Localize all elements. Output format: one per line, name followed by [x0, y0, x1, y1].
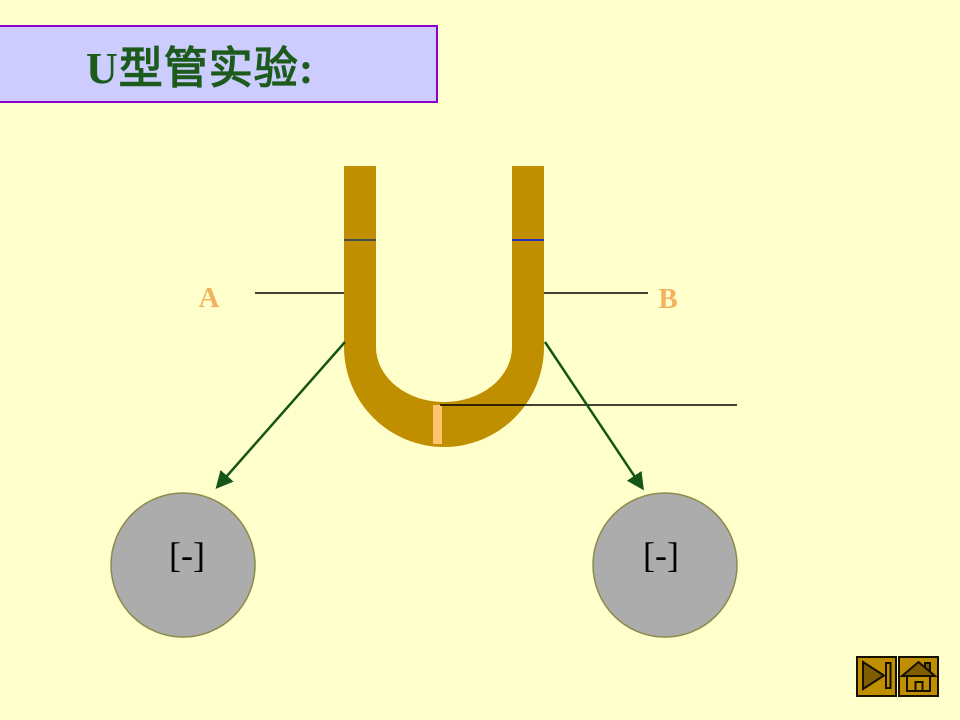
- play-next-icon: [862, 660, 892, 691]
- label-b: B: [658, 283, 677, 315]
- home-icon: [900, 660, 937, 692]
- right-media-placeholder[interactable]: [592, 492, 738, 638]
- left-media-placeholder[interactable]: [110, 492, 256, 638]
- play-bar: [885, 662, 892, 689]
- u-tube-shape: [344, 166, 544, 447]
- tube-bottom-highlight: [433, 405, 442, 444]
- next-slide-button[interactable]: [856, 656, 897, 697]
- home-door: [914, 681, 924, 692]
- title-box: U型管实验:: [0, 25, 438, 103]
- right-arrow: [543, 341, 644, 491]
- label-a: A: [199, 282, 220, 314]
- play-triangle: [862, 660, 886, 691]
- right-media-placeholder-label: [-]: [643, 535, 679, 575]
- left-arrow: [215, 341, 346, 489]
- home-button[interactable]: [898, 656, 939, 697]
- left-media-placeholder-label: [-]: [169, 535, 205, 575]
- page-title: U型管实验:: [86, 44, 315, 93]
